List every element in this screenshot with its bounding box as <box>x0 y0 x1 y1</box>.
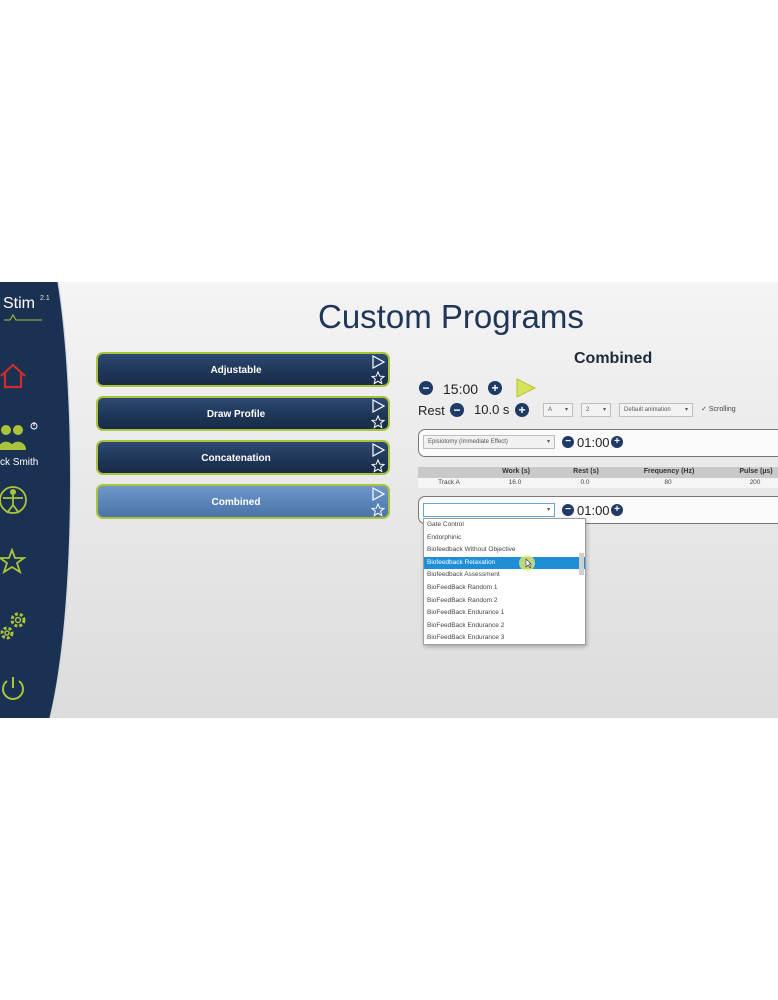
track-b-program-select[interactable]: ▾ <box>423 503 555 517</box>
dropdown-option[interactable]: BioFeedBack Endurance 3 <box>427 634 505 642</box>
user-name: ck Smith <box>0 457 39 468</box>
column-header: Rest (s) <box>573 468 599 475</box>
chevron-down-icon: ▾ <box>546 507 550 513</box>
column-header: Pulse (µs) <box>739 468 773 475</box>
table-row: Track A 16.0 0.0 80 200 <box>418 478 778 488</box>
user-group-icon[interactable] <box>0 420 40 454</box>
program-label: Concatenation <box>201 453 271 464</box>
chevron-down-icon: ▾ <box>546 439 550 445</box>
chevron-down-icon: ▾ <box>564 407 568 413</box>
count-select[interactable]: 2▾ <box>581 403 611 417</box>
app-logo: Stim 2.1 <box>3 295 50 313</box>
time-decrease-button[interactable]: − <box>419 381 433 395</box>
rest-value: 10.0 s <box>474 402 510 417</box>
star-icon[interactable] <box>371 371 385 385</box>
work-cell: 16.0 <box>508 479 522 486</box>
track-a-program-value: Episiotomy (Immediate Effect) <box>428 439 508 445</box>
program-label: Adjustable <box>210 365 262 376</box>
logo-text: Stim <box>3 295 35 312</box>
star-icon[interactable] <box>371 459 385 473</box>
body-figure-icon[interactable] <box>0 484 30 516</box>
track-a-row <box>418 429 778 457</box>
panel-title: Combined <box>574 350 653 367</box>
track-a-decrease-button[interactable]: − <box>562 436 574 448</box>
dropdown-option-selected[interactable]: Biofeedback Relaxation <box>424 556 585 570</box>
power-icon[interactable] <box>0 675 28 703</box>
table-header: Work (s) Rest (s) Frequency (Hz) Pulse (… <box>418 467 778 478</box>
column-header: Frequency (Hz) <box>643 468 695 475</box>
rest-cell: 0.0 <box>580 479 590 486</box>
count-value: 2 <box>586 407 590 413</box>
dropdown-option[interactable]: BioFeedBack Endurance 2 <box>427 621 505 629</box>
star-icon[interactable] <box>371 503 385 517</box>
track-b-decrease-button[interactable]: − <box>562 504 574 516</box>
play-icon[interactable] <box>371 399 385 413</box>
dropdown-option[interactable]: BioFeedBack Endurance 1 <box>427 609 505 617</box>
star-icon[interactable] <box>0 548 30 576</box>
program-adjustable-button[interactable]: Adjustable <box>96 352 390 387</box>
rest-increase-button[interactable]: + <box>515 403 529 417</box>
animation-select[interactable]: Default animation ▾ <box>619 403 693 417</box>
track-a-increase-button[interactable]: + <box>611 436 623 448</box>
rest-decrease-button[interactable]: − <box>450 403 464 417</box>
chevron-down-icon: ▾ <box>684 407 688 413</box>
page-title: Custom Programs <box>318 298 584 335</box>
time-increase-button[interactable]: + <box>488 381 502 395</box>
chevron-down-icon: ▾ <box>602 407 606 413</box>
program-label: Draw Profile <box>206 409 266 420</box>
program-concatenation-button[interactable]: Concatenation <box>96 440 390 475</box>
track-a-program-select[interactable]: Episiotomy (Immediate Effect) ▾ <box>423 435 555 449</box>
track-b-increase-button[interactable]: + <box>611 504 623 516</box>
program-draw-profile-button[interactable]: Draw Profile <box>96 396 390 431</box>
play-icon[interactable] <box>371 355 385 369</box>
dropdown-option[interactable]: Biofeedback Without Objective <box>427 546 516 554</box>
play-icon[interactable] <box>371 443 385 457</box>
dropdown-option[interactable]: Endorphinic <box>427 533 462 541</box>
column-header: Work (s) <box>502 468 530 475</box>
dropdown-option[interactable]: BioFeedBack Random 2 <box>427 596 498 604</box>
channel-value: A <box>548 407 553 413</box>
rest-label: Rest <box>418 403 445 418</box>
track-b-duration: 01:00 <box>577 503 610 518</box>
mouse-cursor-icon <box>519 555 535 571</box>
track-cell: Track A <box>438 479 460 486</box>
frequency-cell: 80 <box>664 479 672 486</box>
app-version: 2.1 <box>40 295 50 302</box>
checkmark-icon: ✓ <box>701 406 707 413</box>
sidebar-background <box>0 282 72 718</box>
app-window: Stim 2.1 ck Smith <box>0 282 778 718</box>
pulse-cell: 200 <box>749 479 761 486</box>
start-play-icon[interactable] <box>515 378 537 398</box>
gear-icon[interactable] <box>0 609 32 643</box>
sidebar: Stim 2.1 ck Smith <box>0 282 80 718</box>
logo-wave-icon <box>4 314 42 321</box>
dropdown-scrollbar[interactable] <box>579 553 584 575</box>
program-combined-button[interactable]: Combined <box>96 484 390 519</box>
channel-select[interactable]: A▾ <box>543 403 573 417</box>
program-dropdown-list: Gate Control Endorphinic Biofeedback Wit… <box>423 518 586 645</box>
dropdown-option[interactable]: Gate Control <box>427 521 464 528</box>
home-icon[interactable] <box>0 362 30 390</box>
animation-value: Default animation <box>624 407 671 413</box>
star-icon[interactable] <box>371 415 385 429</box>
program-label: Combined <box>211 497 261 508</box>
track-a-duration: 01:00 <box>577 435 610 450</box>
scrolling-label: Scrolling <box>708 406 736 413</box>
dropdown-option[interactable]: BioFeedBack Random 1 <box>427 583 498 591</box>
scrolling-checkbox[interactable]: ✓ Scrolling <box>701 405 736 413</box>
play-icon[interactable] <box>371 487 385 501</box>
dropdown-option[interactable]: Biofeedback Assessment <box>427 571 500 579</box>
total-time: 15:00 <box>443 381 479 397</box>
